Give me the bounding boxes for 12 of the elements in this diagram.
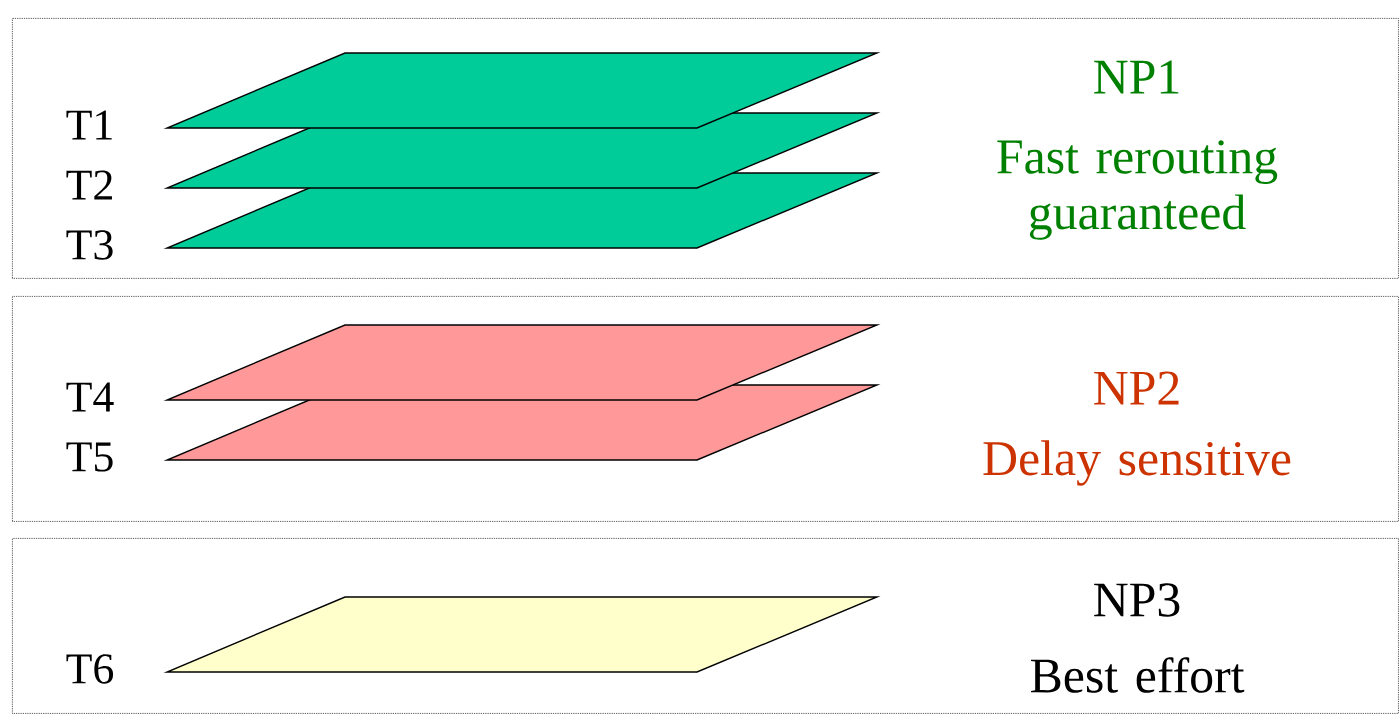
layer-label: T5 — [66, 442, 113, 472]
layer-label: T2 — [66, 170, 112, 200]
layer-label: T4 — [66, 382, 114, 412]
panel-heading: NP3 — [1094, 583, 1180, 617]
panel-description: Delay sensitive — [983, 440, 1291, 486]
layer-label: T1 — [66, 110, 112, 140]
panel-description: Fast rerouting guaranteed — [997, 140, 1278, 240]
panel-heading: NP2 — [1094, 371, 1179, 405]
layer-label: T6 — [66, 654, 114, 684]
panel-description: Best effort — [1031, 657, 1245, 693]
layer-label: T3 — [66, 230, 113, 260]
panel-heading: NP1 — [1094, 60, 1179, 94]
